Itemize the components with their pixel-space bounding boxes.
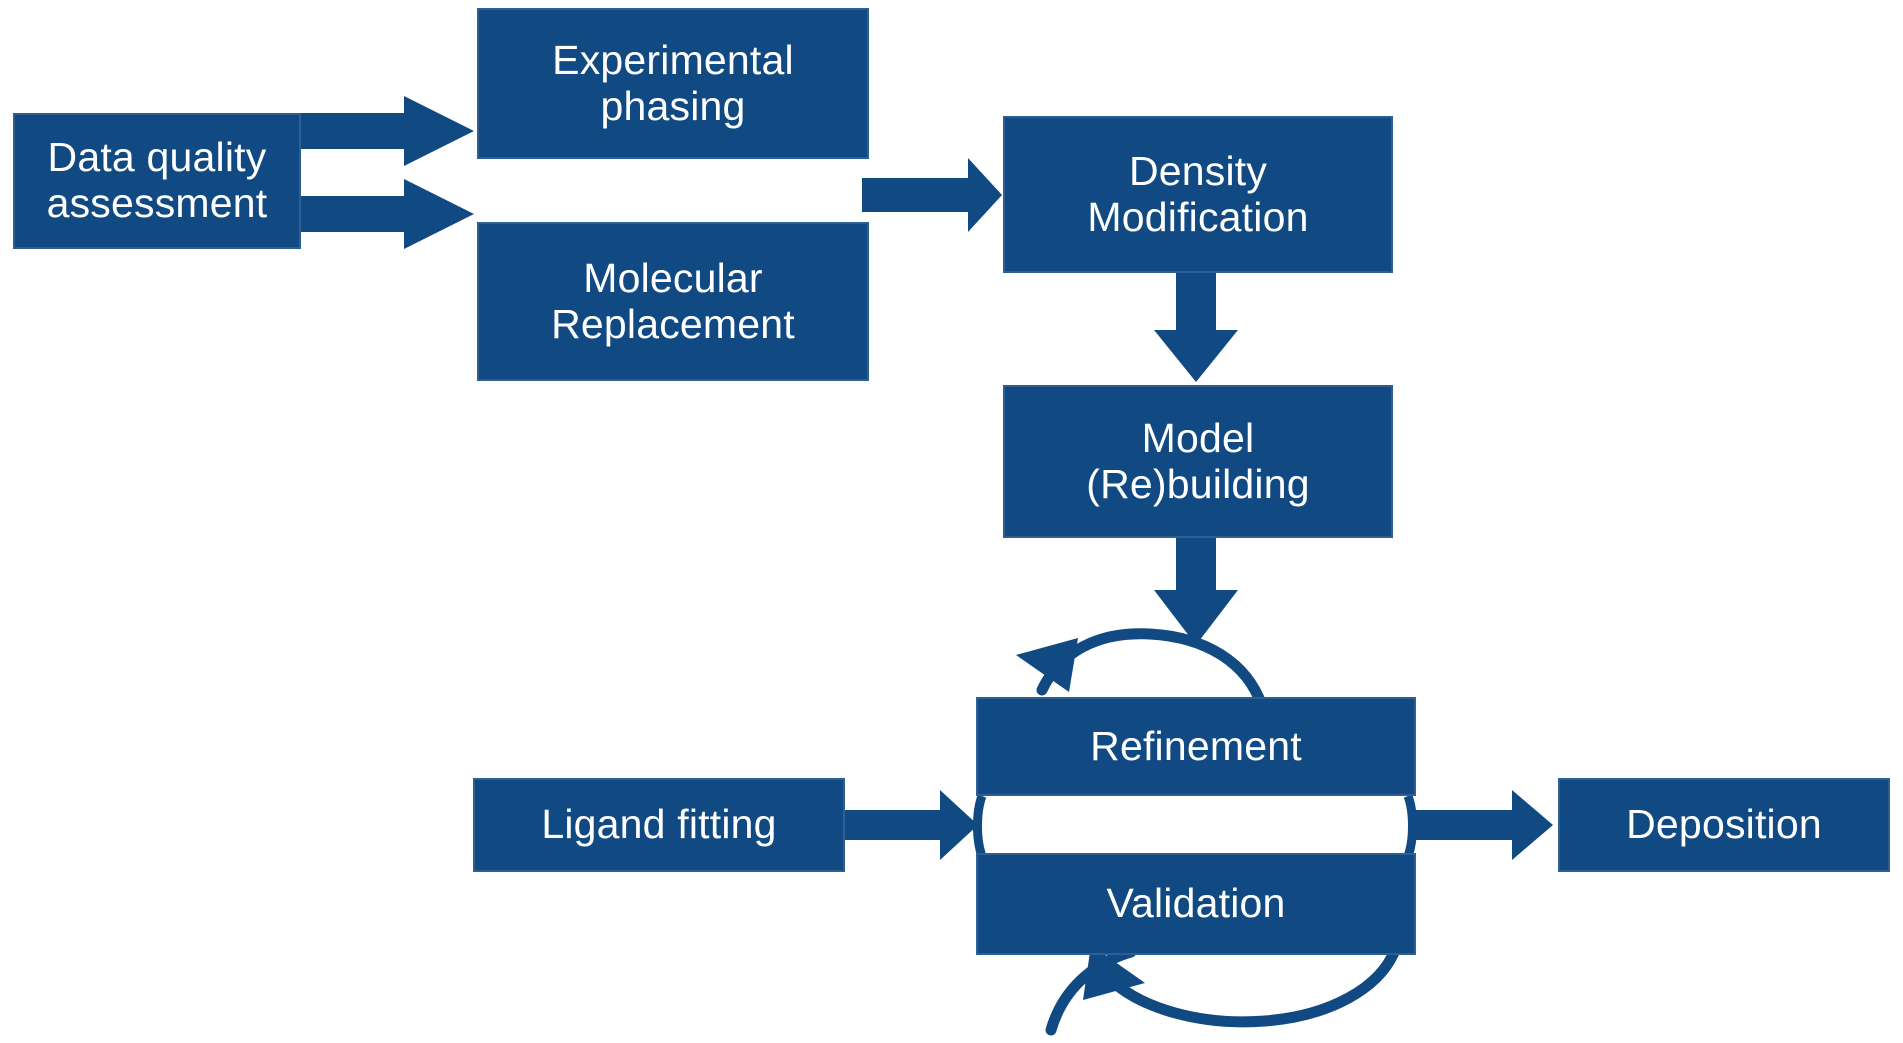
cycle-top-arc-arrow xyxy=(1016,628,1268,712)
node-label: Validation xyxy=(1106,880,1286,927)
node-model-rebuilding[interactable]: Model (Re)building xyxy=(1003,385,1393,538)
node-label-line-1: Density xyxy=(1128,147,1268,194)
cycle-bottom-arc-arrow xyxy=(1045,944,1401,1036)
node-label-line-2: Replacement xyxy=(551,300,795,347)
node-experimental-phasing[interactable]: Experimental phasing xyxy=(477,8,869,159)
node-label-line-2: (Re)building xyxy=(1086,460,1310,507)
arrow-model-building-to-refinement-cycle xyxy=(1154,538,1238,645)
node-label: Molecular Replacement xyxy=(539,254,807,348)
node-label: Model (Re)building xyxy=(1074,414,1321,508)
node-label-line-2: assessment xyxy=(46,180,268,226)
arrow-data-quality-to-molecular-replacement xyxy=(300,179,474,249)
cycle-ring-right-segment xyxy=(1403,794,1417,858)
node-label-line-1: Molecular xyxy=(583,254,763,301)
node-label: Refinement xyxy=(1090,722,1302,769)
node-density-modification[interactable]: Density Modification xyxy=(1003,116,1393,273)
node-label-line-1: Data quality xyxy=(47,134,267,181)
cycle-ring-left-segment xyxy=(973,794,987,858)
node-deposition[interactable]: Deposition xyxy=(1558,778,1890,872)
arrow-density-modification-to-model-building xyxy=(1154,272,1238,382)
arrow-cycle-to-deposition xyxy=(1414,790,1553,860)
node-ligand-fitting[interactable]: Ligand fitting xyxy=(473,778,845,872)
node-label: Deposition xyxy=(1626,801,1822,848)
node-label-line-1: Experimental xyxy=(552,36,794,83)
node-label-line-2: Modification xyxy=(1087,193,1309,240)
node-validation[interactable]: Validation xyxy=(976,853,1416,955)
arrow-data-quality-to-experimental-phasing xyxy=(300,96,474,166)
arrow-ligand-fitting-to-refinement-cycle xyxy=(845,790,978,860)
node-label-line-1: Model xyxy=(1141,414,1255,461)
node-label-line-2: phasing xyxy=(600,82,746,129)
node-refinement[interactable]: Refinement xyxy=(976,697,1416,796)
node-label: Experimental phasing xyxy=(540,36,806,130)
node-label: Density Modification xyxy=(1075,147,1320,241)
node-label: Ligand fitting xyxy=(541,801,777,848)
arrow-phasing-to-density-modification xyxy=(862,158,1002,232)
node-molecular-replacement[interactable]: Molecular Replacement xyxy=(477,222,869,381)
